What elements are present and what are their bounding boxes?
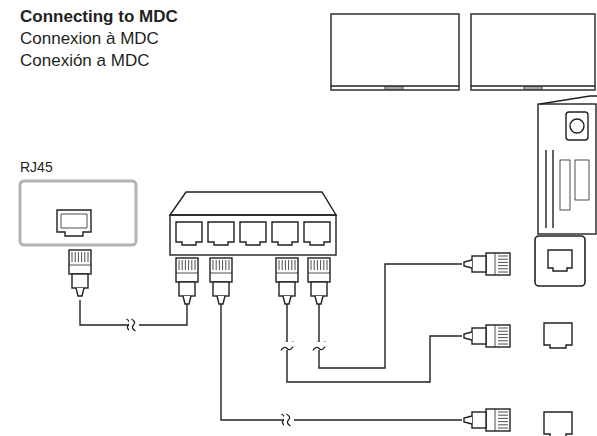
cable bbox=[221, 300, 462, 420]
subtitle: Conexión a MDC bbox=[20, 50, 149, 72]
hub-port bbox=[272, 222, 298, 245]
rj45-plug bbox=[276, 258, 298, 304]
cable bbox=[319, 264, 462, 368]
rj45-port bbox=[57, 210, 91, 236]
hub-body bbox=[170, 215, 336, 255]
rj45-plug bbox=[210, 258, 232, 304]
cable-break bbox=[282, 413, 295, 427]
hub-port bbox=[304, 222, 330, 245]
display-outline bbox=[471, 14, 595, 90]
pc-tower bbox=[538, 104, 596, 234]
rj45-plug bbox=[464, 253, 510, 275]
title: Connecting to MDC bbox=[20, 6, 178, 28]
rj45-plug bbox=[176, 258, 198, 304]
pc-port-callout bbox=[535, 236, 585, 286]
rj45-plug bbox=[69, 250, 91, 296]
hub-port bbox=[176, 222, 202, 245]
cable-break bbox=[127, 318, 140, 332]
rj45-plug bbox=[464, 325, 510, 347]
cable bbox=[287, 300, 462, 382]
hub-port bbox=[240, 222, 266, 245]
cable-break bbox=[312, 342, 326, 351]
subtitle: Connexion à MDC bbox=[20, 28, 159, 50]
port-callout-box bbox=[20, 181, 136, 245]
lan-port bbox=[544, 412, 572, 436]
hub-top bbox=[170, 192, 336, 215]
port-label: RJ45 bbox=[20, 159, 53, 175]
rj45-plug bbox=[308, 258, 330, 304]
hub-port bbox=[208, 222, 234, 245]
lan-port bbox=[544, 323, 572, 348]
rj45-plug bbox=[464, 409, 510, 431]
display-outline bbox=[331, 14, 459, 90]
cable-break bbox=[280, 342, 294, 351]
port-label-box: RJ45 bbox=[20, 159, 53, 175]
